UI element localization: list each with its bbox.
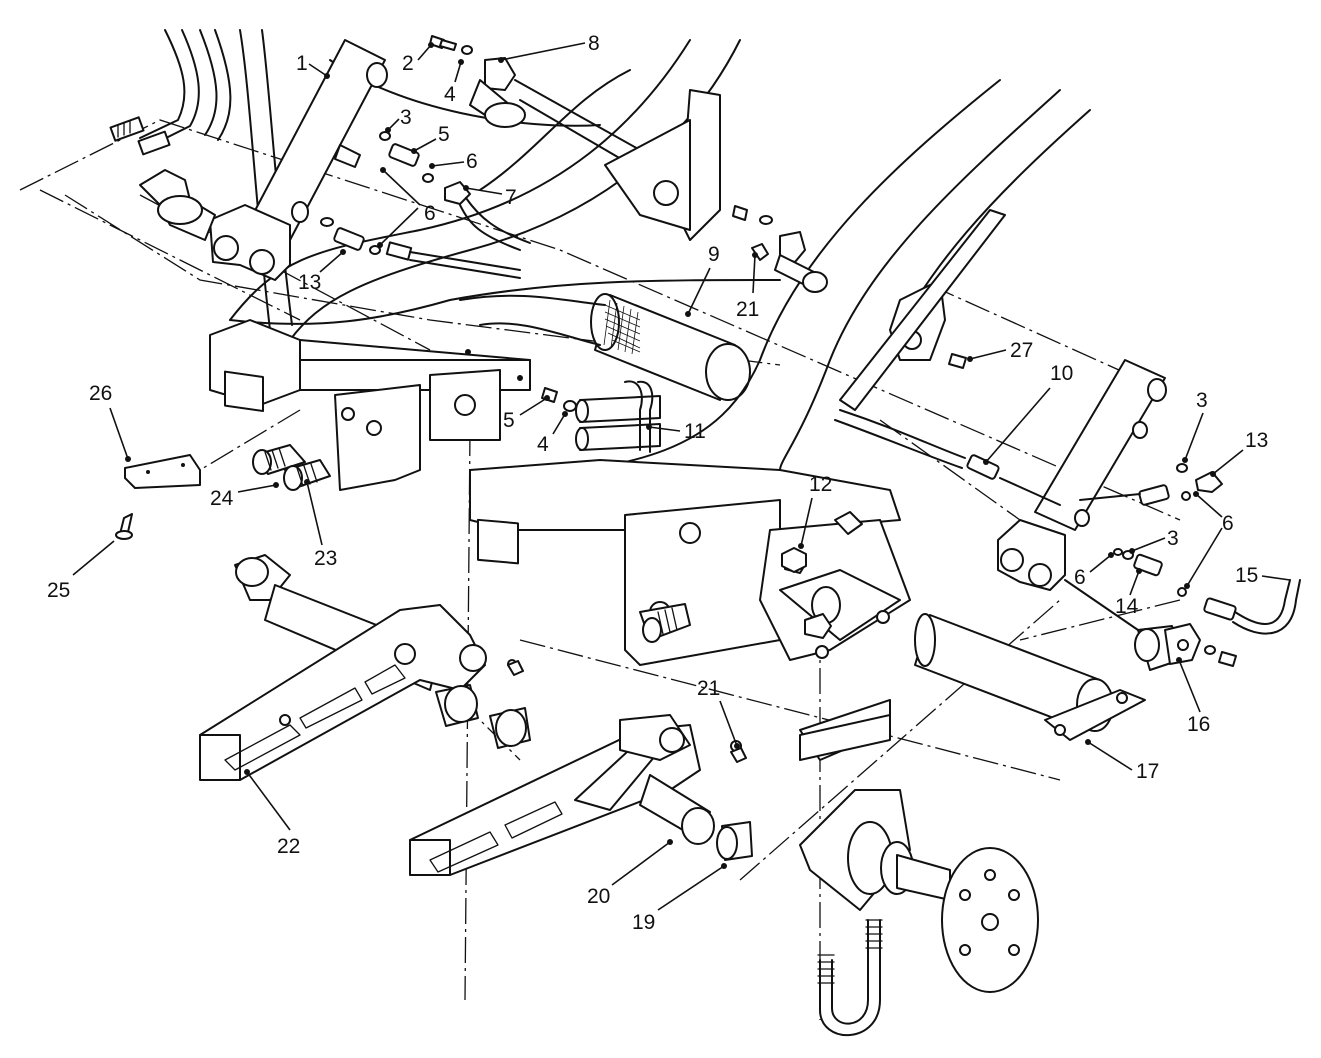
svg-text:10: 10 [1050,362,1073,385]
svg-text:1: 1 [296,52,308,75]
callout-24: 24 [210,482,279,510]
svg-text:8: 8 [588,32,600,55]
svg-text:4: 4 [444,83,456,106]
svg-text:16: 16 [1187,713,1210,736]
callout-27: 27 [967,339,1033,362]
svg-text:3: 3 [1167,527,1179,550]
svg-text:2: 2 [402,52,414,75]
callout-6-upper: 6 [429,150,478,173]
cylinder-left [209,39,388,281]
svg-text:13: 13 [1245,429,1268,452]
svg-text:26: 26 [89,382,112,405]
svg-text:12: 12 [809,473,832,496]
callout-17: 17 [1085,739,1159,783]
u-bolt [817,919,883,1036]
callout-16: 16 [1176,657,1210,736]
left-rear-bracket [334,369,501,491]
callout-3-upper: 3 [385,106,412,133]
callout-1: 1 [296,52,330,79]
mesh-pattern [603,299,641,355]
plate-26-screw-25 [115,454,201,540]
svg-text:25: 25 [47,579,70,602]
callout-13-left: 13 [298,249,346,294]
svg-text:9: 9 [708,243,720,266]
right-mount-plate [839,209,1006,411]
svg-text:3: 3 [1196,389,1208,412]
callout-23: 23 [304,479,337,570]
callout-14: 14 [1115,568,1142,618]
callout-3-right-upper: 3 [1182,389,1208,463]
right-swing-arm-20 [409,714,753,876]
svg-text:13: 13 [298,271,321,294]
right-fittings [834,409,1223,597]
svg-text:7: 7 [505,186,517,209]
upper-pin-bracket-8 [429,35,641,171]
bushings-19-left [435,684,531,749]
svg-text:5: 5 [438,123,450,146]
svg-text:6: 6 [1074,566,1086,589]
right-pin-16 [1064,579,1237,671]
svg-text:21: 21 [736,298,759,321]
svg-text:5: 5 [503,409,515,432]
callout-2: 2 [402,42,434,75]
svg-text:22: 22 [277,835,300,858]
left-pivot-pin [139,169,216,241]
left-swing-arm-22 [199,554,517,781]
callout-5-mid: 5 [503,395,550,432]
callout-25: 25 [47,540,115,602]
callout-6-right-lower: 6 [1074,552,1114,589]
clamp-11-hardware [541,380,661,453]
callout-12: 12 [798,473,832,549]
svg-text:20: 20 [587,885,610,908]
callout-10: 10 [983,362,1073,465]
callout-11: 11 [646,420,706,443]
svg-text:4: 4 [537,433,549,456]
callout-5-upper: 5 [411,123,450,154]
callout-19: 19 [632,863,727,934]
callouts: 1 2 3 4 5 6 6 [47,32,1291,934]
svg-text:17: 17 [1136,760,1159,783]
svg-text:15: 15 [1235,564,1258,587]
callout-22: 22 [244,769,300,858]
center-lower-plate [799,714,891,761]
callout-13-right: 13 [1210,429,1268,477]
upper-left-hoses [109,29,232,156]
hex-nut-12 [781,547,807,573]
callout-7: 7 [463,185,517,209]
svg-text:19: 19 [632,911,655,934]
svg-text:11: 11 [684,420,706,443]
callout-21-upper: 21 [736,252,759,321]
svg-text:6: 6 [424,202,436,225]
callout-8: 8 [498,32,600,63]
hose-15 [1203,579,1301,635]
center-frame-assembly [469,459,911,666]
quick-couplers-23-24 [252,444,331,491]
svg-text:6: 6 [1222,512,1234,535]
callout-4-mid: 4 [537,411,568,456]
svg-text:27: 27 [1010,339,1033,362]
callout-26: 26 [89,382,131,462]
svg-text:6: 6 [466,150,478,173]
callout-6-right-upper: 6 [1184,491,1234,589]
svg-text:23: 23 [314,547,337,570]
callout-3-right-lower: 3 [1129,527,1179,554]
svg-text:24: 24 [210,487,234,510]
lower-cross-tube-17 [914,613,1146,741]
cross-tube-9 [459,293,751,401]
center-upper-bracket [604,89,721,241]
callout-21-lower: 21 [697,677,740,749]
svg-text:3: 3 [400,106,412,129]
callout-6-mid: 6 [377,167,436,248]
callout-15: 15 [1235,564,1291,587]
cylinder-right [997,359,1167,591]
svg-text:14: 14 [1115,595,1139,618]
misc-small-hardware [507,660,747,763]
callout-20: 20 [587,839,673,908]
callout-9: 9 [685,243,720,317]
callout-4-upper: 4 [444,59,464,106]
upper-right-pin-bracket [732,205,828,293]
svg-text:21: 21 [697,677,720,700]
